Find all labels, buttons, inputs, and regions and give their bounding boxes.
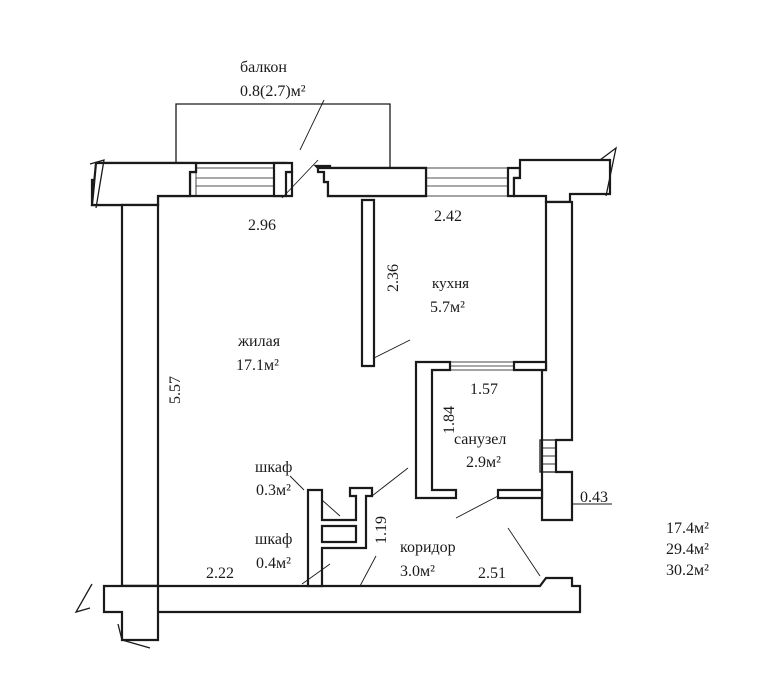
dim-bath-height: 1.84: [441, 406, 458, 434]
dim-bottom-right: 2.51: [478, 565, 506, 582]
closet1-name: шкаф: [255, 459, 292, 476]
dim-bottom-left: 2.22: [206, 565, 234, 582]
living-name: жилая: [237, 333, 281, 350]
break-lines: [74, 146, 617, 649]
closet-walls: [306, 486, 374, 588]
total-area: 29.4м²: [666, 541, 709, 558]
dim-living-width: 2.96: [248, 217, 276, 234]
left-wall: [120, 203, 160, 588]
dim-bath-width: 1.57: [470, 381, 498, 398]
top-wall-right: [313, 158, 612, 204]
bathroom-walls: [414, 360, 548, 500]
dim-kitchen-height: 2.36: [385, 264, 402, 292]
kitchen-name: кухня: [432, 276, 469, 292]
bathroom-name: санузел: [454, 431, 506, 448]
balcony-name: балкон: [240, 59, 287, 76]
closet1-area: 0.3м²: [256, 482, 291, 499]
dim-living-height: 5.57: [167, 376, 184, 404]
total-living: 17.4м²: [666, 520, 709, 537]
top-wall-left: [90, 161, 294, 207]
total-with-balcony: 30.2м²: [666, 562, 709, 579]
dim-kitchen-width: 2.42: [434, 208, 462, 225]
dim-closet-height: 1.19: [373, 516, 390, 544]
door-swings: [281, 99, 612, 587]
corridor-area: 3.0м²: [400, 563, 435, 580]
dim-wall-thickness: 0.43: [580, 489, 608, 506]
corridor-name: коридор: [400, 539, 456, 556]
kitchen-partition: [360, 198, 376, 368]
bottom-wall: [102, 576, 582, 642]
closet2-area: 0.4м²: [256, 555, 291, 572]
kitchen-area: 5.7м²: [430, 299, 465, 316]
living-area: 17.1м²: [236, 357, 279, 374]
closet2-name: шкаф: [255, 531, 292, 548]
balcony-area: 0.8(2.7)м²: [240, 83, 306, 100]
balcony-outline: [175, 103, 391, 168]
bathroom-area: 2.9м²: [466, 454, 501, 471]
